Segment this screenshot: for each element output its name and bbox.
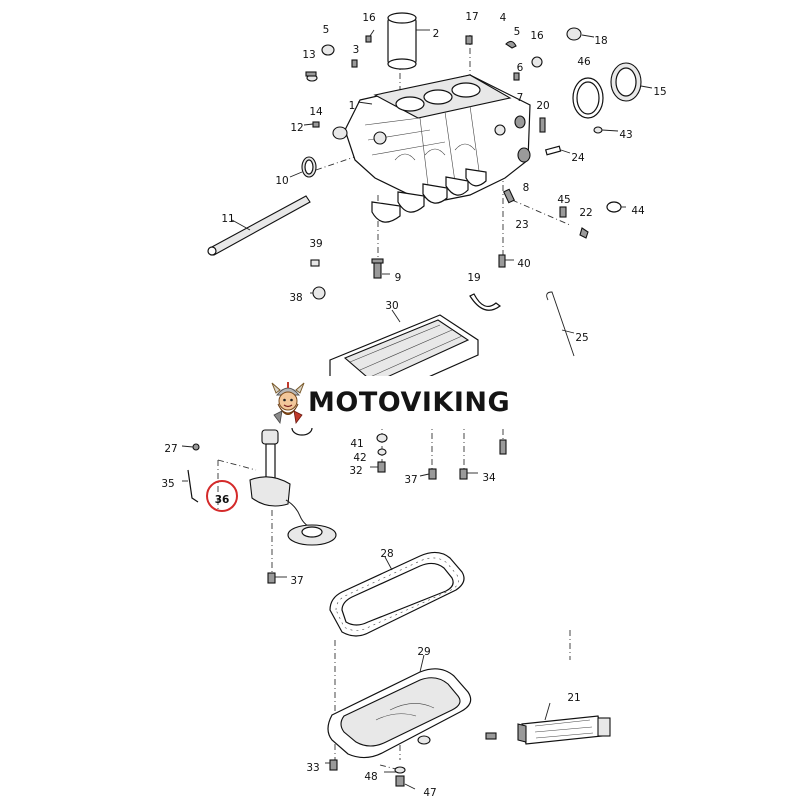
callout-label-29: 29	[417, 646, 430, 658]
callout-label-4: 4	[500, 12, 507, 24]
callout-label-10: 10	[275, 175, 288, 187]
callout-label-20: 20	[536, 100, 549, 112]
watermark-banner: MOTOVIKING	[262, 376, 534, 428]
callout-label-12: 12	[290, 122, 303, 134]
rear-seal	[301, 156, 317, 178]
leader-lines	[181, 29, 653, 790]
callout-label-37: 37	[290, 575, 303, 587]
callout-label-13: 13	[302, 49, 315, 61]
callout-label-21: 21	[567, 692, 580, 704]
callout-label-15: 15	[653, 86, 666, 98]
watermark-text: MOTOVIKING	[308, 386, 511, 418]
callout-label-46: 46	[577, 56, 591, 68]
sealant-tube	[517, 715, 611, 745]
main-bearing-caps	[371, 168, 487, 223]
callout-label-22: 22	[579, 207, 592, 219]
callout-label-18: 18	[594, 35, 607, 47]
callout-label-41: 41	[350, 438, 363, 450]
callout-label-7: 7	[517, 92, 524, 104]
dipstick	[546, 291, 575, 357]
callout-label-27: 27	[164, 443, 177, 455]
callout-label-45: 45	[557, 194, 570, 206]
bolts-middle	[310, 254, 506, 300]
callout-label-33: 33	[306, 762, 319, 774]
callout-label-8: 8	[523, 182, 530, 194]
callout-label-3: 3	[353, 44, 360, 56]
callout-label-38: 38	[289, 292, 302, 304]
callout-label-25: 25	[575, 332, 588, 344]
oil-pan	[327, 668, 472, 759]
callout-label-16: 16	[530, 30, 544, 42]
callout-label-43: 43	[619, 129, 632, 141]
callout-label-37: 37	[404, 474, 417, 486]
callout-label-5: 5	[323, 24, 330, 36]
callout-label-2: 2	[433, 28, 440, 40]
cylinder-liner	[387, 12, 417, 70]
callout-label-40: 40	[517, 258, 530, 270]
callout-label-34: 34	[482, 472, 496, 484]
callout-label-44: 44	[631, 205, 645, 217]
callout-label-14: 14	[309, 106, 323, 118]
callout-label-28: 28	[380, 548, 393, 560]
callout-label-42: 42	[353, 452, 366, 464]
callout-label-39: 39	[309, 238, 322, 250]
highlight-ring	[206, 480, 238, 512]
callout-label-35: 35	[161, 478, 174, 490]
callout-label-11: 11	[221, 213, 234, 225]
callout-label-6: 6	[517, 62, 524, 74]
camshaft	[207, 195, 311, 256]
callout-label-36: 36	[215, 494, 230, 506]
callout-label-5: 5	[514, 26, 521, 38]
callout-label-9: 9	[395, 272, 402, 284]
callout-label-16: 16	[362, 12, 376, 24]
callout-label-30: 30	[385, 300, 398, 312]
callout-label-32: 32	[349, 465, 362, 477]
callout-label-19: 19	[467, 272, 480, 284]
callout-label-23: 23	[515, 219, 528, 231]
callout-label-48: 48	[364, 771, 377, 783]
small-hardware-upper	[305, 27, 582, 163]
crank-oil-seals	[572, 62, 642, 119]
viking-mascot-icon	[271, 382, 305, 424]
callout-label-1: 1	[349, 100, 356, 112]
callout-label-17: 17	[465, 11, 478, 23]
callout-label-47: 47	[423, 787, 436, 799]
cylinder-block	[344, 74, 531, 201]
thrust-washer	[469, 293, 502, 311]
oil-pan-gasket	[329, 551, 465, 637]
callout-label-24: 24	[571, 152, 585, 164]
